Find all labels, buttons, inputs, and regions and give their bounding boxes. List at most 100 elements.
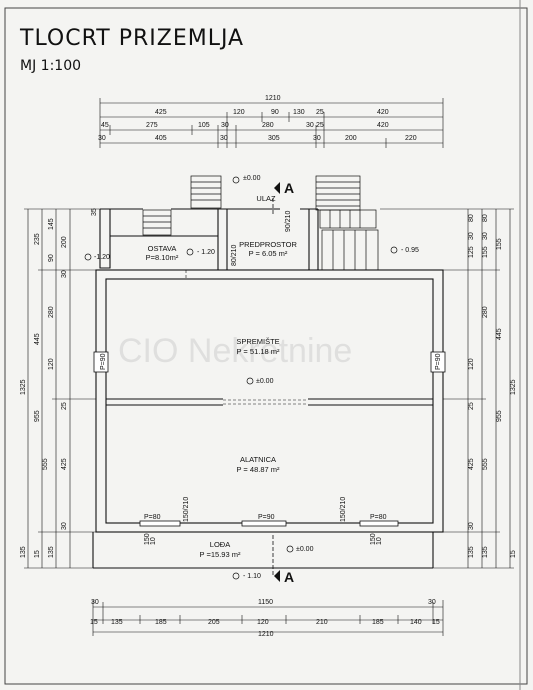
dim-bottom-r1-1: 1150 (258, 599, 273, 606)
dim-right-m2: 955 (496, 410, 503, 422)
label-window-right: P=90 (435, 353, 442, 370)
dim-top-r4-0: 30 (98, 135, 106, 142)
dim-left-i1: 200 (61, 236, 68, 248)
level-spremiste: ±0.00 (256, 378, 274, 385)
dim-top-r3-3: 30 (221, 122, 229, 129)
dim-right-i1: 30 (468, 232, 475, 240)
label-door-left: 150/210 (183, 497, 190, 522)
dim-bottom-r1-2: 30 (428, 599, 436, 606)
label-door-predprostor: 80/210 (231, 244, 238, 266)
dim-left-m3: 555 (42, 458, 49, 470)
section-label-top: A (284, 180, 294, 196)
level-marker-icon (186, 248, 194, 256)
drawing-scale: MJ 1:100 (20, 58, 82, 74)
dim-right-i5: 25 (468, 402, 475, 410)
room-predprostor-name: PREDPROSTOR (239, 240, 297, 249)
dim-top-r3-2: 105 (198, 122, 210, 129)
room-spremiste-area: P = 51.18 m² (236, 347, 280, 356)
level-marker-icon (84, 253, 92, 261)
dim-bottom-r2-5: 210 (316, 619, 328, 626)
dim-left-i3: 280 (48, 306, 55, 318)
level-marker-icon (246, 377, 254, 385)
dim-bottom-total: 1210 (258, 631, 274, 638)
dim-bottom-r2-0: 15 (90, 619, 98, 626)
label-h10-left: 10 (150, 537, 157, 545)
dim-right-i4: 120 (468, 358, 475, 370)
dim-left-i4: 120 (48, 358, 55, 370)
dim-right-i10: 15 (510, 550, 517, 558)
dim-left-m1: 445 (34, 333, 41, 345)
label-p80: P=80 (144, 514, 161, 521)
level-markers: ±0.00 - 1.20 -1.20 - 0.95 ±0.00 ±0.00 - … (84, 175, 419, 580)
dim-right-i7: 30 (468, 522, 475, 530)
dim-right-i8: 135 (468, 546, 475, 558)
dim-top-r4-3: 305 (268, 135, 280, 142)
bottom-dimension-lines (92, 600, 444, 636)
dim-bottom-r2-3: 205 (208, 619, 220, 626)
dim-right-i3: 280 (482, 306, 489, 318)
opening-lines (185, 270, 308, 405)
room-spremiste-name: SPREMIŠTE (236, 337, 279, 346)
label-h10-right: 10 (376, 537, 383, 545)
dim-top-r4-2: 30 (220, 135, 228, 142)
dim-top-r2-1: 120 (233, 109, 245, 116)
dim-top-r3-4: 280 (262, 122, 274, 129)
dim-left-i0: 145 (48, 218, 55, 230)
dim-top-r3-5: 30 (306, 122, 314, 129)
dim-top-r4-6: 220 (405, 135, 417, 142)
dim-left-i5: 25 (61, 402, 68, 410)
dim-left-i9: 135 (48, 546, 55, 558)
dim-right-i0: 80 (468, 214, 475, 222)
dim-right-m0: 155 (496, 238, 503, 250)
room-alatnica-name: ALATNICA (240, 455, 276, 464)
dim-left-x1: 30 (61, 270, 68, 278)
label-p80-right: P=80 (370, 514, 387, 521)
dim-right-total: 1325 (510, 379, 517, 395)
level-marker-icon (390, 246, 398, 254)
room-alatnica-area: P = 48.87 m² (236, 465, 280, 474)
label-window-left: P=90 (100, 353, 107, 370)
dim-right-x0: 80 (482, 214, 489, 222)
section-label-bottom: A (284, 569, 294, 585)
page-border (4, 7, 528, 685)
dim-bottom-r2-4: 120 (257, 619, 269, 626)
label-door-ulaz: 90/210 (285, 210, 292, 232)
dim-top-r2-3: 130 (293, 109, 305, 116)
dim-top-r3-7: 420 (377, 122, 389, 129)
label-h150-left: 150 (144, 533, 151, 545)
dim-right-i6: 425 (468, 458, 475, 470)
dim-right-x2: 155 (482, 246, 489, 258)
top-dimension-lines (99, 98, 444, 148)
room-loda-name: LOĐA (210, 540, 230, 549)
dim-left-i6: 425 (61, 458, 68, 470)
dim-top-total: 1210 (265, 95, 281, 102)
dim-bottom-r2-6: 185 (372, 619, 384, 626)
dim-top-r3-6: 25 (316, 122, 324, 129)
dim-top-r2-4: 25 (316, 109, 324, 116)
dim-top-r4-4: 30 (313, 135, 321, 142)
dim-left-i10: 15 (34, 550, 41, 558)
level-entry: ±0.00 (243, 175, 261, 182)
label-p90: P=90 (258, 514, 275, 521)
level-loda: ±0.00 (296, 546, 314, 553)
level-marker-icon (286, 545, 294, 553)
level-ostava: - 1.20 (197, 249, 215, 256)
level-ostava-left: -1.20 (94, 254, 110, 261)
dim-bottom-r2-1: 135 (111, 619, 123, 626)
dim-left-x0: 35 (91, 208, 98, 216)
dim-right-i2: 125 (468, 246, 475, 258)
walls (92, 208, 444, 569)
level-bottom: - 1.10 (243, 573, 261, 580)
windows (93, 351, 446, 527)
dim-left-i7: 30 (61, 522, 68, 530)
label-h150-right: 150 (370, 533, 377, 545)
dim-top-r4-5: 200 (345, 135, 357, 142)
entrance-label: ULAZ (256, 194, 276, 203)
room-loda-area: P =15.93 m² (200, 550, 241, 559)
dim-left-m2: 955 (34, 410, 41, 422)
dim-right-x1: 30 (482, 232, 489, 240)
level-marker-icon (232, 176, 240, 184)
dim-top-r2-2: 90 (271, 109, 279, 116)
dim-top-r3-1: 275 (146, 122, 158, 129)
